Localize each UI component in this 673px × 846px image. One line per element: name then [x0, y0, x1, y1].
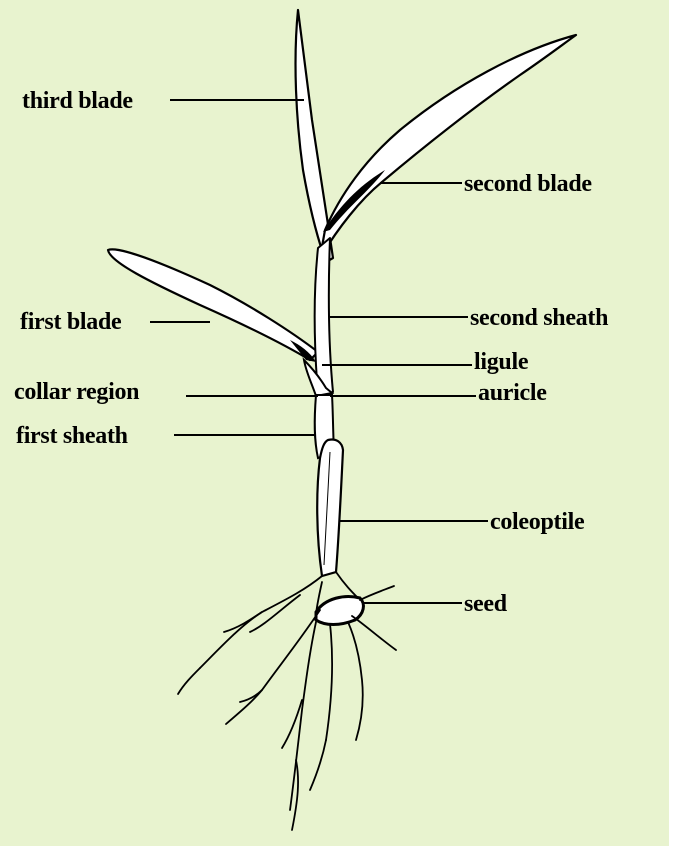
- label-seed: seed: [464, 592, 507, 616]
- label-coleoptile: coleoptile: [490, 510, 584, 534]
- label-second-sheath: second sheath: [470, 306, 608, 330]
- first-blade: [108, 249, 318, 360]
- label-collar-region: collar region: [14, 380, 139, 404]
- label-first-blade: first blade: [20, 310, 121, 334]
- label-first-sheath: first sheath: [16, 424, 128, 448]
- label-third-blade: third blade: [22, 89, 133, 113]
- second-blade: [320, 35, 576, 258]
- seed: [316, 597, 363, 625]
- coleoptile: [317, 439, 343, 576]
- label-second-blade: second blade: [464, 172, 592, 196]
- label-ligule: ligule: [474, 350, 528, 374]
- label-auricle: auricle: [478, 381, 547, 405]
